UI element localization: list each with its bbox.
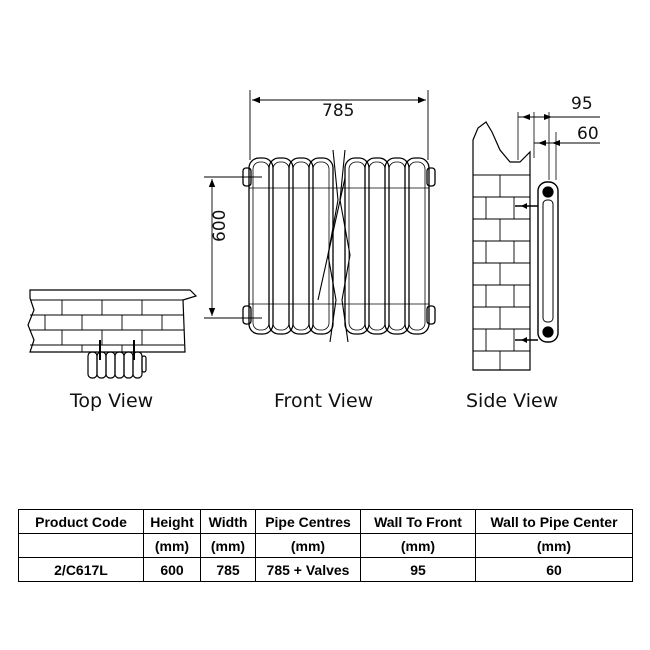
header-cell-wall-to-front: Wall To Front xyxy=(360,509,476,534)
front-view-caption: Front View xyxy=(274,390,374,412)
cell-wall-to-front: 95 xyxy=(360,557,476,582)
width-dimension-label: 785 xyxy=(322,101,355,121)
side-view-bricks xyxy=(473,174,530,370)
spec-table: Product Code Height Width Pipe Centres W… xyxy=(18,509,633,582)
cell-wall-to-pipe-center: 60 xyxy=(475,557,633,582)
side-view-radiator xyxy=(537,181,559,343)
cell-width: 785 xyxy=(200,557,256,582)
header-cell-height: Height xyxy=(143,509,201,534)
height-dimension-label: 600 xyxy=(210,209,230,242)
unit-cell: (mm) xyxy=(360,533,476,558)
wall-to-front-dimension-label: 95 xyxy=(571,94,593,114)
top-view-wall xyxy=(27,289,198,353)
top-view-radiator xyxy=(87,351,147,379)
header-cell-wall-to-pipe-center: Wall to Pipe Center xyxy=(475,509,633,534)
side-view-wall xyxy=(472,121,531,371)
cell-pipe-centres: 785 + Valves xyxy=(255,557,361,582)
header-cell-width: Width xyxy=(200,509,256,534)
top-view-bricks xyxy=(30,299,184,352)
top-view-drawing xyxy=(27,289,198,379)
front-view-drawing xyxy=(204,90,436,343)
unit-cell: (mm) xyxy=(200,533,256,558)
unit-cell xyxy=(18,533,144,558)
header-cell-product-code: Product Code xyxy=(18,509,144,534)
header-cell-pipe-centres: Pipe Centres xyxy=(255,509,361,534)
table-header-row: Product Code Height Width Pipe Centres W… xyxy=(18,509,633,534)
table-row: 2/C617L 600 785 785 + Valves 95 60 xyxy=(18,557,633,582)
table-units-row: (mm) (mm) (mm) (mm) (mm) xyxy=(18,533,633,558)
wall-to-pipe-dimension-label: 60 xyxy=(577,124,599,144)
unit-cell: (mm) xyxy=(143,533,201,558)
unit-cell: (mm) xyxy=(255,533,361,558)
side-view-drawing xyxy=(472,112,600,371)
technical-drawing xyxy=(27,90,600,379)
unit-cell: (mm) xyxy=(475,533,633,558)
cell-product-code: 2/C617L xyxy=(18,557,144,582)
top-view-caption: Top View xyxy=(70,390,154,412)
side-view-caption: Side View xyxy=(466,390,559,412)
front-view-radiator xyxy=(242,149,436,343)
cell-height: 600 xyxy=(143,557,201,582)
